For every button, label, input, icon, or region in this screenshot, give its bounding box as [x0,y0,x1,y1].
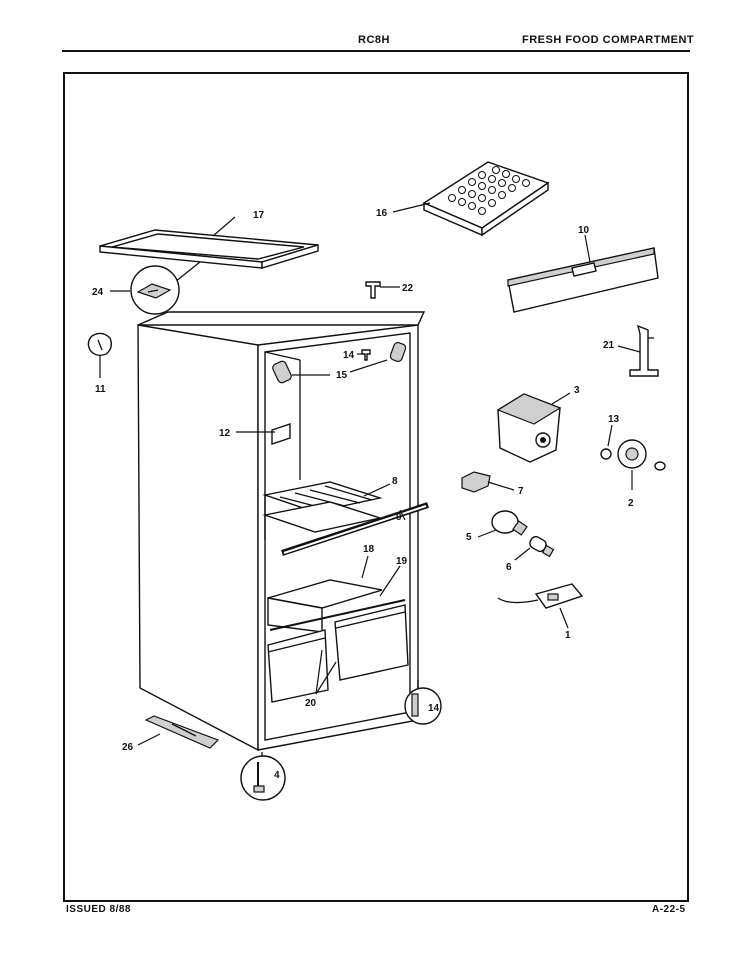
light-socket-left [272,360,292,384]
callout-3: 3 [574,385,580,396]
detail-circle-4 [240,755,286,801]
callout-13: 13 [608,414,620,425]
callout-5: 5 [466,532,472,543]
callout-15: 15 [336,370,348,381]
callout-21: 21 [603,340,615,351]
callout-11: 11 [95,384,106,395]
callout-6: 6 [506,562,512,573]
callout-17: 17 [253,210,265,221]
egg-tray [422,161,550,237]
section-title: FRESH FOOD COMPARTMENT [522,34,695,46]
callout-14-top: 14 [343,350,355,361]
bulb-6 [529,535,555,558]
screw-14 [361,349,371,361]
callout-10: 10 [578,225,590,236]
callout-1: 1 [565,630,571,641]
wire-harness [497,583,584,609]
model-label: RC8H [358,34,390,46]
nut-13 [600,448,612,460]
callout-24: 24 [92,287,104,298]
dairy-door [507,247,659,313]
wire-shelf [262,481,383,540]
callout-4: 4 [274,770,280,781]
callout-20: 20 [305,698,317,709]
callout-2: 2 [628,498,634,509]
leader-lines [99,202,641,746]
control-housing [496,393,562,463]
crisper-drawers [267,604,409,703]
callout-9: 9 [396,512,402,523]
callout-26: 26 [122,742,134,753]
light-switch [461,471,491,493]
light-socket-right [389,342,407,362]
callout-22: 22 [402,283,414,294]
callout-8: 8 [392,476,398,487]
callout-19: 19 [396,556,408,567]
shelf-bracket [271,423,291,445]
toe-grille [144,715,220,749]
page-reference: A-22-5 [652,904,686,915]
light-bulb [491,510,528,536]
callout-18: 18 [363,544,375,555]
callout-7: 7 [518,486,524,497]
issued-date: ISSUED 8/88 [66,904,131,915]
callout-14-bottom: 14 [428,703,440,714]
keeper-tray [99,229,319,283]
knob-insert [654,461,666,471]
screw-22 [365,281,381,299]
diagram-frame [63,72,689,902]
callout-12: 12 [219,428,231,439]
callout-16: 16 [376,208,388,219]
